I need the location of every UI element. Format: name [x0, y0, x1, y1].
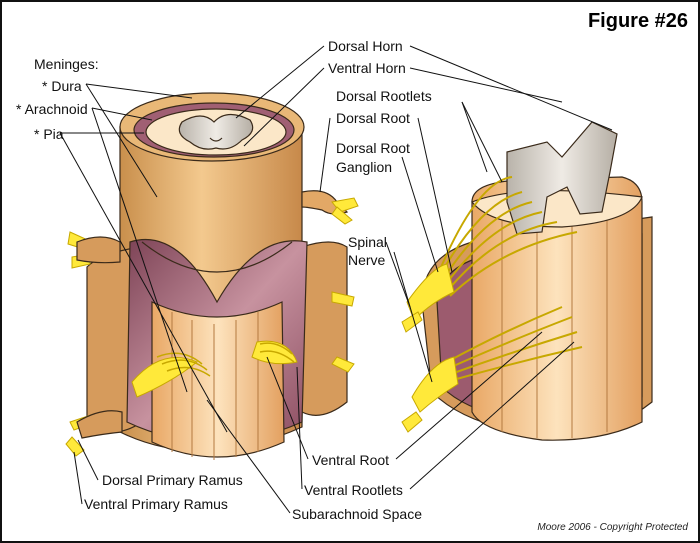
label-dura: * Dura — [42, 78, 82, 94]
label-arachnoid: * Arachnoid — [16, 101, 88, 117]
label-dorsal-root: Dorsal Root — [336, 110, 410, 126]
label-ventral-horn: Ventral Horn — [328, 60, 406, 76]
leader-lines — [59, 45, 613, 514]
label-ventral-root: Ventral Root — [312, 452, 390, 468]
label-spinal-nerve-line1: Spinal — [348, 234, 387, 250]
right-specimen — [401, 121, 653, 441]
left-specimen — [65, 92, 359, 460]
copyright-credit: Moore 2006 - Copyright Protected — [537, 522, 688, 533]
label-ventral-primary-ramus: Ventral Primary Ramus — [84, 496, 228, 512]
label-dorsal-root-ganglion-line2: Ganglion — [336, 159, 393, 175]
label-ventral-rootlets: Ventral Rootlets — [304, 482, 403, 498]
label-meninges: Meninges: — [34, 56, 99, 72]
label-subarachnoid-space: Subarachnoid Space — [292, 506, 422, 522]
label-dorsal-root-ganglion-line1: Dorsal Root — [336, 140, 410, 156]
label-dorsal-rootlets: Dorsal Rootlets — [336, 88, 432, 104]
label-dorsal-horn: Dorsal Horn — [328, 38, 403, 54]
label-dorsal-primary-ramus: Dorsal Primary Ramus — [102, 472, 243, 488]
label-spinal-nerve-line2: Nerve — [348, 252, 386, 268]
figure-title: Figure #26 — [587, 10, 688, 32]
label-pia: * Pia — [34, 126, 64, 142]
